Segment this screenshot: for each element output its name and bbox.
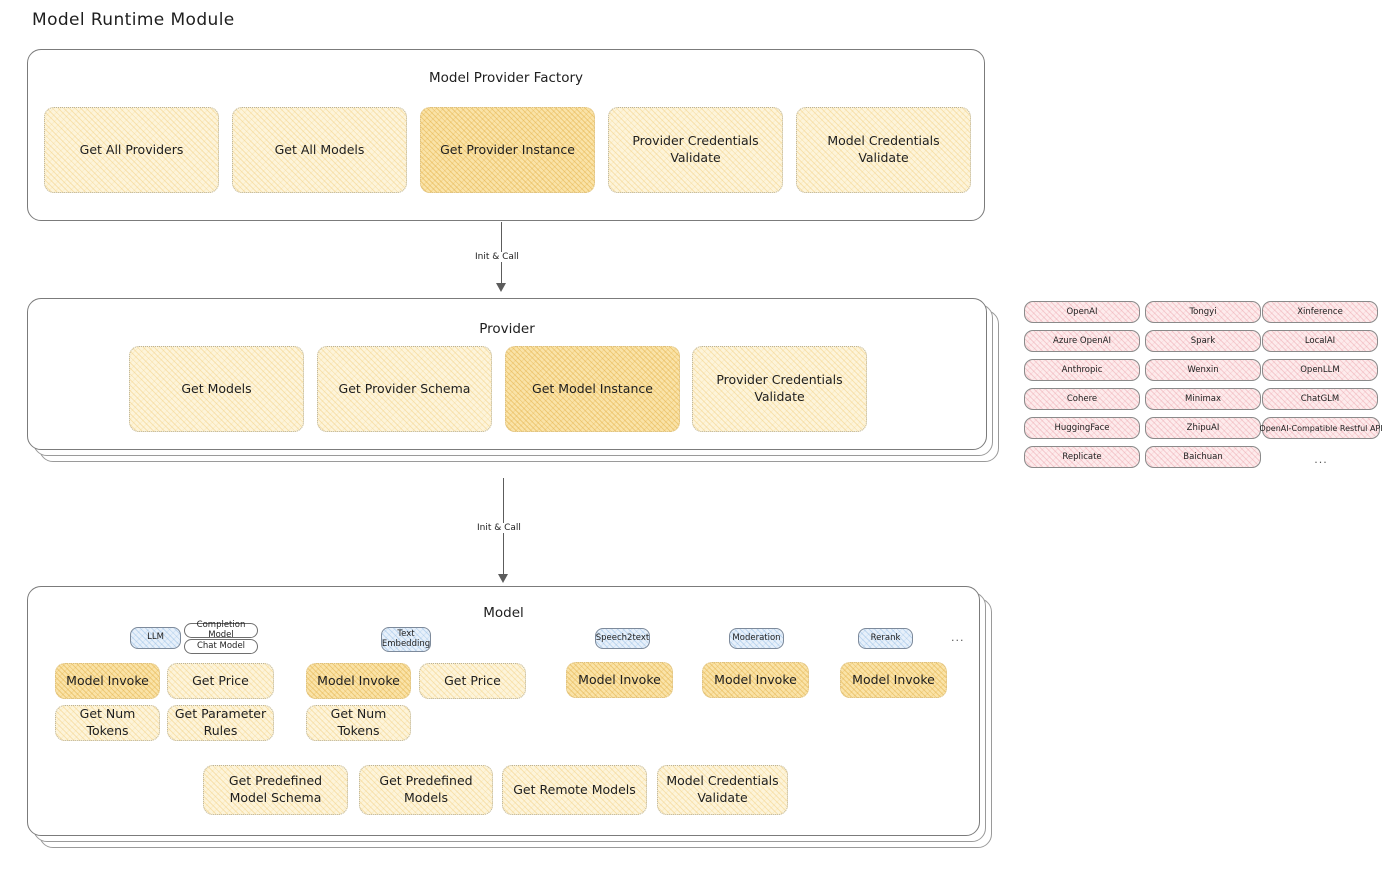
factory-method-get-all-models[interactable]: Get All Models (232, 107, 407, 193)
provider-pill-azure-openai[interactable]: Azure OpenAI (1024, 330, 1140, 352)
text-embedding-method-get-price[interactable]: Get Price (419, 663, 526, 699)
provider-pill-spark[interactable]: Spark (1145, 330, 1261, 352)
model-type-badge-text-embedding[interactable]: Text Embedding (381, 627, 431, 652)
llm-method-get-num-tokens[interactable]: Get Num Tokens (55, 705, 160, 741)
provider-method-provider-credentials-validate[interactable]: Provider Credentials Validate (692, 346, 867, 432)
model-common-get-predefined-models[interactable]: Get Predefined Models (359, 765, 493, 815)
provider-pill-minimax[interactable]: Minimax (1145, 388, 1261, 410)
model-subtype-badge-chat-model[interactable]: Chat Model (184, 639, 258, 654)
moderation-method-model-invoke[interactable]: Model Invoke (702, 662, 809, 698)
provider-pill-huggingface[interactable]: HuggingFace (1024, 417, 1140, 439)
text-embedding-method-model-invoke[interactable]: Model Invoke (306, 663, 411, 699)
factory-method-provider-credentials-validate[interactable]: Provider Credentials Validate (608, 107, 783, 193)
provider-pill-zhipuai[interactable]: ZhipuAI (1145, 417, 1261, 439)
provider-pill-wenxin[interactable]: Wenxin (1145, 359, 1261, 381)
factory-method-get-all-providers[interactable]: Get All Providers (44, 107, 219, 193)
provider-method-get-model-instance[interactable]: Get Model Instance (505, 346, 680, 432)
provider-pill-baichuan[interactable]: Baichuan (1145, 446, 1261, 468)
arrow-provider-to-model-head (498, 574, 508, 583)
model-type-badge-moderation[interactable]: Moderation (729, 628, 784, 649)
model-common-model-credentials-validate[interactable]: Model Credentials Validate (657, 765, 788, 815)
arrow-factory-to-provider-label: Init & Call (472, 252, 522, 262)
model-type-badge-speech2text[interactable]: Speech2text (595, 628, 650, 649)
speech2text-method-model-invoke[interactable]: Model Invoke (566, 662, 673, 698)
provider-pill-cohere[interactable]: Cohere (1024, 388, 1140, 410)
provider-pill-more: ... (1314, 452, 1328, 466)
model-types-more-indicator: ... (951, 631, 965, 644)
provider-pill-xinference[interactable]: Xinference (1262, 301, 1378, 323)
provider-pill-openllm[interactable]: OpenLLM (1262, 359, 1378, 381)
arrow-factory-to-provider-head (496, 283, 506, 292)
provider-pill-anthropic[interactable]: Anthropic (1024, 359, 1140, 381)
model-title: Model (483, 605, 524, 621)
model-common-get-remote-models[interactable]: Get Remote Models (502, 765, 647, 815)
provider-pill-openai-compatible-restful-api[interactable]: OpenAI-Compatible Restful API (1259, 417, 1383, 439)
model-type-badge-llm[interactable]: LLM (130, 627, 181, 649)
model-common-get-predefined-model-schema[interactable]: Get Predefined Model Schema (203, 765, 348, 815)
llm-method-get-parameter-rules[interactable]: Get Parameter Rules (167, 705, 274, 741)
provider-pill-replicate[interactable]: Replicate (1024, 446, 1140, 468)
factory-method-model-credentials-validate[interactable]: Model Credentials Validate (796, 107, 971, 193)
llm-method-model-invoke[interactable]: Model Invoke (55, 663, 160, 699)
provider-pill-localai[interactable]: LocalAI (1262, 330, 1378, 352)
provider-pill-chatglm[interactable]: ChatGLM (1262, 388, 1378, 410)
provider-pill-tongyi[interactable]: Tongyi (1145, 301, 1261, 323)
factory-method-get-provider-instance[interactable]: Get Provider Instance (420, 107, 595, 193)
page-title: Model Runtime Module (32, 10, 235, 30)
model-type-badge-rerank[interactable]: Rerank (858, 628, 913, 649)
rerank-method-model-invoke[interactable]: Model Invoke (840, 662, 947, 698)
provider-pill-openai[interactable]: OpenAI (1024, 301, 1140, 323)
provider-method-get-provider-schema[interactable]: Get Provider Schema (317, 346, 492, 432)
model-subtype-badge-completion-model[interactable]: Completion Model (184, 620, 258, 639)
text-embedding-method-get-num-tokens[interactable]: Get Num Tokens (306, 705, 411, 741)
llm-method-get-price[interactable]: Get Price (167, 663, 274, 699)
provider-title: Provider (479, 321, 535, 337)
provider-method-get-models[interactable]: Get Models (129, 346, 304, 432)
model-provider-factory-title: Model Provider Factory (428, 70, 583, 86)
arrow-provider-to-model-label: Init & Call (474, 523, 524, 533)
